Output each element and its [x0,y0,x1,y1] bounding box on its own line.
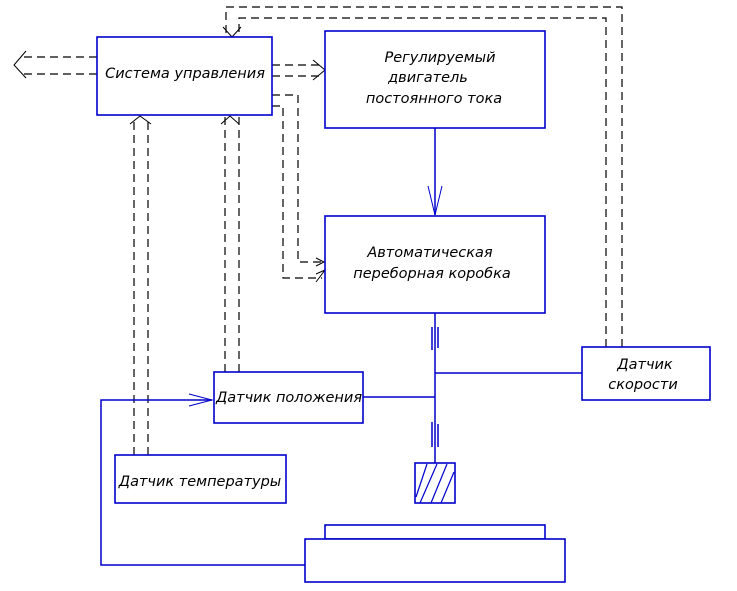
gearbox-label-line-1: Автоматическая [366,245,493,261]
output-shaft [363,313,582,463]
motor-shaft-arrowhead [427,185,443,216]
dashed-control-to-motor [272,59,326,81]
speed-sensor-label-line-1: Датчик [616,357,673,373]
motor-control-arrowhead [312,59,326,81]
position-sensor-label: Датчик положения [215,390,362,406]
temperature-sensor-label: Датчик температуры [118,474,282,490]
platform-to-position-arrowhead [188,393,214,407]
position-sensor-block[interactable]: Датчик положения [213,371,364,424]
dashed-position-feedback [220,115,240,372]
platform-to-position-line [100,399,305,566]
dc-motor-label-line-2: двигатель [387,70,468,86]
platform-top-plate [324,524,546,540]
dashed-temperature-feedback [129,115,152,455]
hatch-line [415,463,428,498]
gearbox-control-arrowhead-1 [315,257,326,267]
hatch-line [430,463,448,504]
position-feedback-arrowhead [220,115,240,125]
control-system-block[interactable]: Система управления [96,36,273,116]
speed-feedback-line-2 [238,17,607,347]
gearbox-control-line-2 [272,105,322,279]
gearbox-control-arrowhead-2 [315,268,327,283]
platform-block[interactable] [304,524,566,583]
dashed-output-lines [13,50,97,79]
speed-sensor-label-line-2: скорости [608,377,678,393]
gearbox-control-line-1 [272,94,322,263]
output-arrowhead [13,50,27,79]
speed-sensor-block[interactable]: Датчик скорости [581,346,711,401]
motor-to-gearbox-link [427,128,443,216]
gearbox-label-line-2: переборная коробка [353,266,511,282]
control-system-label: Система управления [105,66,265,82]
temperature-feedback-arrowhead [129,115,152,125]
dc-motor-label-line-3: постоянного тока [366,91,502,107]
gearbox-block[interactable]: Автоматическая переборная коробка [324,215,546,314]
platform-feedback-link [100,393,305,566]
speed-feedback-line-1 [225,6,623,347]
platform-base [304,538,566,583]
dc-motor-label-line-1: Регулируемый [384,50,495,66]
hatch-line [440,471,455,504]
load-block[interactable] [414,462,456,504]
dashed-control-to-gearbox [272,94,327,283]
temperature-sensor-block[interactable]: Датчик температуры [114,454,287,504]
dc-motor-block[interactable]: Регулируемый двигатель постоянного тока [324,30,546,129]
hatch-line [419,463,438,504]
